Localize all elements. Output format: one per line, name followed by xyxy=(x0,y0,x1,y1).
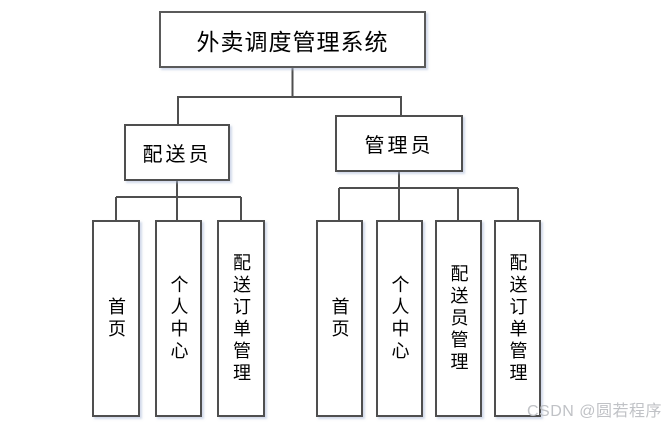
node-deliverer-profile-label: 个人中心 xyxy=(168,274,189,363)
node-admin: 管理员 xyxy=(335,115,463,172)
connector-root-to-branches xyxy=(177,68,402,125)
node-admin-order-mgmt: 配送订单管理 xyxy=(494,220,541,417)
node-admin-profile-label: 个人中心 xyxy=(389,274,410,363)
node-admin-label: 管理员 xyxy=(364,135,434,157)
connector-deliverer-to-leaves xyxy=(115,181,242,221)
node-deliverer-order-mgmt: 配送订单管理 xyxy=(217,220,265,417)
node-admin-home-label: 首页 xyxy=(329,296,350,341)
node-system-root-label: 外卖调度管理系统 xyxy=(196,28,389,55)
node-deliverer-home-label: 首页 xyxy=(106,296,126,341)
node-deliverer: 配送员 xyxy=(124,124,230,181)
node-admin-order-mgmt-label: 配送订单管理 xyxy=(507,252,528,385)
node-admin-deliverer-mgmt-label: 配送员管理 xyxy=(448,263,469,374)
node-deliverer-home: 首页 xyxy=(92,220,140,417)
node-admin-deliverer-mgmt: 配送员管理 xyxy=(435,220,482,417)
node-admin-profile: 个人中心 xyxy=(376,220,423,417)
node-system-root: 外卖调度管理系统 xyxy=(159,11,426,68)
node-deliverer-order-mgmt-label: 配送订单管理 xyxy=(231,252,251,385)
node-deliverer-label: 配送员 xyxy=(142,144,212,166)
node-admin-home: 首页 xyxy=(316,220,363,417)
csdn-watermark: CSDN @圆若程序 xyxy=(526,403,662,420)
node-deliverer-profile: 个人中心 xyxy=(155,220,202,417)
connector-admin-to-leaves xyxy=(338,172,519,221)
